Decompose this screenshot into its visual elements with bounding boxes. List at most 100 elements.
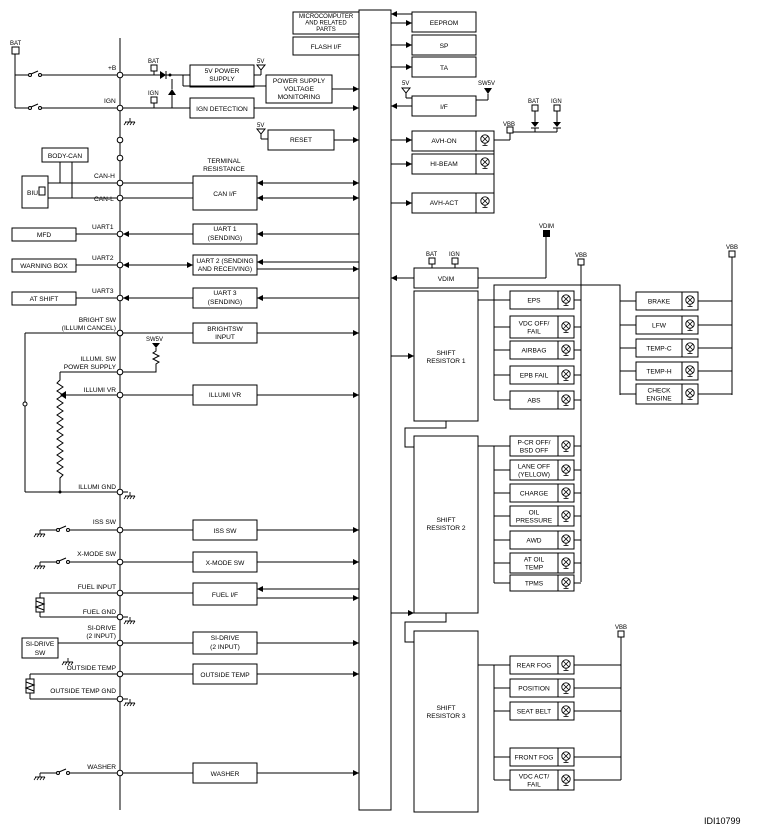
indicator-right-3: TEMP-H [620, 361, 732, 381]
indicator-layer: EPS VDC OFF/FAIL AIRBAG EPB FAIL ABS BRAKE LFW… [478, 284, 732, 791]
si-drive-left-line1: SI-DRIVE [87, 625, 116, 632]
left-rail-pins [116, 329, 124, 337]
indicator-sr2-0-label-1: BSD OFF [520, 448, 549, 455]
term-res-line1: TERMINAL [207, 158, 241, 165]
if-sw5v-label: SW5V [478, 81, 495, 87]
psu-bat-label: BAT [148, 59, 160, 65]
indicator-right-1-label-0: LFW [652, 323, 667, 330]
indicator-sr3-4: VDC ACT/FAIL [494, 769, 621, 791]
indicator-sr2-0-label-0: P-CR OFF/ [518, 440, 551, 447]
indicator-sr2-1-label-1: (YELLOW) [518, 472, 550, 479]
flash-if-label: FLASH I/F [311, 44, 342, 51]
indicator-right-0: BRAKE [620, 291, 732, 311]
sr2-line1: SHIFT [436, 517, 455, 524]
vbb-sr3-label: VBB [615, 625, 627, 631]
mfd-label: MFD [37, 232, 52, 239]
can-l-label: CAN-L [94, 196, 114, 203]
volt-mon-line1: POWER SUPPLY [273, 78, 326, 85]
indicator-sr3-1-label-0: POSITION [518, 686, 550, 693]
indicator-right-3-label-0: TEMP-H [646, 369, 672, 376]
indicator-sr2-4: AWD [494, 530, 581, 550]
uart2-left-label: UART2 [92, 255, 114, 262]
illumi-vr-left-label: ILLUMI VR [84, 387, 116, 394]
shift-register-2: SHIFT RESISTOR 2 [391, 421, 479, 616]
reset-5v-label: 5V [257, 123, 264, 129]
biu-label: BIU [27, 190, 38, 197]
indicator-sr1-0: EPS [494, 290, 581, 310]
indicator-sr1-1-label-1: FAIL [527, 329, 541, 336]
washer-block: WASHER WASHER [33, 762, 359, 784]
avh-on-label: AVH-ON [431, 138, 456, 145]
vdim-ign-label: IGN [449, 252, 460, 258]
washer-left-label: WASHER [87, 764, 116, 771]
indicator-sr3-4-label-0: VDC ACT/ [519, 774, 550, 781]
indicator-right-4-label-0: CHECK [647, 388, 671, 395]
indicator-sr1-4-label-0: ABS [527, 398, 541, 405]
body-can-label: BODY-CAN [48, 153, 82, 160]
indicator-sr3-2: SEAT BELT [494, 701, 621, 721]
sr1-line2: RESISTOR 1 [426, 358, 465, 365]
indicator-sr2-5-label-0: AT OIL [524, 557, 545, 564]
volt-mon-line3: MONITORING [278, 94, 321, 101]
uart1-line1: UART 1 [213, 226, 237, 233]
uart3-line1: UART 3 [213, 290, 237, 297]
sr2-line2: RESISTOR 2 [426, 525, 465, 532]
indicator-sr1-3-label-0: EPB FAIL [520, 373, 549, 380]
micro-line3: PARTS [316, 27, 335, 33]
hi-beam-block: HI-BEAM [391, 153, 495, 175]
at-shift-label: AT SHIFT [30, 296, 59, 303]
vbb-right-label: VBB [726, 245, 738, 251]
indicator-sr3-3: FRONT FOG [494, 747, 621, 767]
indicator-sr3-0-label-0: REAR FOG [517, 663, 551, 670]
uart1-block: MFD UART1 UART 1 (SENDING) [11, 223, 359, 245]
sr3-line2: RESISTOR 3 [426, 713, 465, 720]
indicator-sr1-1: VDC OFF/FAIL [494, 315, 581, 339]
si-drive-sw-line2: SW [35, 650, 46, 657]
bright-sw5v-label: SW5V [146, 337, 163, 343]
vdim-block: BAT IGN VDIM VDIM [391, 224, 554, 289]
avh-bat-label: BAT [528, 99, 540, 105]
avh-act-label: AVH-ACT [430, 200, 458, 207]
indicator-sr1-2: AIRBAG [494, 340, 581, 360]
avh-vbb-label: VBB [503, 122, 515, 128]
indicator-sr2-4-label-0: AWD [526, 538, 541, 545]
can-section: BODY-CAN BIU CAN-H CAN-L TERMINAL RESIST… [21, 147, 359, 211]
can-if-label: CAN I/F [213, 191, 236, 198]
eeprom-label: EEPROM [430, 20, 459, 27]
sp-label: SP [440, 43, 449, 50]
uart2-line2: AND RECEIVING) [198, 266, 252, 273]
vdim-bat-label: BAT [426, 252, 438, 258]
uart3-left-label: UART3 [92, 288, 114, 295]
illumi-block: ILLUMI. SW POWER SUPPLY ILLUMI VR ILLUMI… [25, 356, 359, 500]
indicator-right-2-label-0: TEMP-C [646, 346, 672, 353]
microcomputer-box: MICROCOMPUTER AND RELATED PARTS [292, 11, 360, 35]
fuel-block: FUEL INPUT FUEL GND FUEL I/F [34, 582, 359, 625]
if-5v-label: 5V [402, 81, 409, 87]
illumi-vr-label: ILLUMI VR [209, 392, 241, 399]
indicator-sr1-1-label-0: VDC OFF/ [519, 321, 550, 328]
uart3-line2: (SENDING) [208, 299, 242, 306]
x-mode-sw-block: X-MODE SW X-MODE SW [33, 551, 359, 573]
sr1-line1: SHIFT [436, 350, 455, 357]
ign-detection-block: IGN IGN DETECTION [116, 79, 359, 126]
washer-label: WASHER [211, 771, 240, 778]
indicator-sr2-3-label-0: OIL [529, 510, 540, 517]
outside-temp-left-label: OUTSIDE TEMP [67, 665, 117, 672]
outside-temp-gnd-label: OUTSIDE TEMP GND [50, 688, 116, 695]
iss-sw-label: ISS SW [213, 528, 237, 535]
sr3-line1: SHIFT [436, 705, 455, 712]
indicator-sr1-2-label-0: AIRBAG [522, 348, 547, 355]
bright-sw-block: BRIGHT SW (ILLUMI CANCEL) BRIGHTSW INPUT… [22, 317, 359, 492]
indicator-sr2-0: P-CR OFF/BSD OFF [494, 435, 581, 457]
uart1-left-label: UART1 [92, 224, 114, 231]
can-h-label: CAN-H [94, 173, 115, 180]
indicator-right-4-label-1: ENGINE [646, 396, 672, 403]
bat-ign-supply: BAT +B IGN [10, 41, 118, 110]
ign-det-label: IGN DETECTION [196, 106, 248, 113]
psu5v-line2: SUPPLY [209, 76, 235, 83]
flash-if-box: FLASH I/F [292, 36, 360, 56]
ign-left-label: IGN [104, 98, 116, 105]
bright-sw-line1: BRIGHT SW [79, 317, 117, 324]
avh-act-block: AVH-ACT [391, 192, 495, 214]
iss-sw-block: ISS SW ISS SW [33, 519, 359, 541]
